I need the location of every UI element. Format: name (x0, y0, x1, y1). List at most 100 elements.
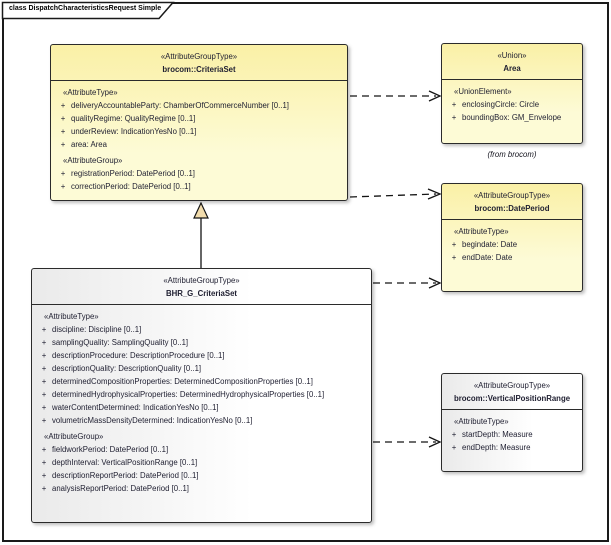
class-name: brocom::DatePeriod (474, 204, 550, 213)
visibility-marker: + (41, 364, 47, 373)
attribute-text: deliveryAccountableParty: ChamberOfComme… (71, 101, 289, 110)
class-body: «UnionElement» + enclosingCircle: Circle… (442, 80, 582, 126)
attribute-text: endDepth: Measure (462, 443, 531, 452)
attribute-row: + discipline: Discipline [0..1] (36, 323, 367, 336)
attribute-text: registrationPeriod: DatePeriod [0..1] (71, 169, 195, 178)
visibility-marker: + (41, 471, 47, 480)
attribute-text: enclosingCircle: Circle (462, 100, 540, 109)
section-label: «AttributeType» (44, 312, 99, 321)
section-label: «UnionElement» (454, 87, 512, 96)
visibility-marker: + (41, 351, 47, 360)
visibility-marker: + (451, 430, 457, 439)
visibility-marker: + (41, 484, 47, 493)
attribute-text: analysisReportPeriod: DatePeriod [0..1] (52, 484, 189, 493)
attribute-row: + boundingBox: GM_Envelope (446, 111, 578, 124)
attribute-text: descriptionReportPeriod: DatePeriod [0..… (52, 471, 199, 480)
class-name: brocom::CriteriaSet (162, 65, 236, 74)
class-stereotype: «AttributeGroupType» (473, 191, 551, 200)
attribute-row: + deliveryAccountableParty: ChamberOfCom… (55, 99, 343, 112)
attribute-text: determinedHydrophysicalProperties: Deter… (52, 390, 325, 399)
attribute-row: + determinedHydrophysicalProperties: Det… (36, 388, 367, 401)
visibility-marker: + (41, 403, 47, 412)
attribute-row: + enclosingCircle: Circle (446, 98, 578, 111)
class-header: «AttributeGroupType» brocom::CriteriaSet (51, 45, 347, 81)
attribute-row: + descriptionReportPeriod: DatePeriod [0… (36, 469, 367, 482)
class-body: «AttributeType» + discipline: Discipline… (32, 305, 371, 497)
visibility-marker: + (41, 445, 47, 454)
attribute-row: + endDate: Date (446, 251, 578, 264)
class-box-verticalpositionrange[interactable]: «AttributeGroupType» brocom::VerticalPos… (441, 373, 583, 472)
attribute-text: descriptionProcedure: DescriptionProcedu… (52, 351, 225, 360)
visibility-marker: + (60, 127, 66, 136)
visibility-marker: + (41, 377, 47, 386)
class-header: «Union» Area (442, 44, 582, 80)
visibility-marker: + (451, 253, 457, 262)
visibility-marker: + (60, 101, 66, 110)
visibility-marker: + (41, 338, 47, 347)
attribute-text: endDate: Date (462, 253, 513, 262)
class-body: «AttributeType» + begindate: Date + endD… (442, 220, 582, 266)
attribute-text: volumetricMassDensityDetermined: Indicat… (52, 416, 253, 425)
attribute-text: descriptionQuality: DescriptionQuality [… (52, 364, 202, 373)
class-body: «AttributeType» + deliveryAccountablePar… (51, 81, 347, 195)
attribute-row: + samplingQuality: SamplingQuality [0..1… (36, 336, 367, 349)
attribute-row: + waterContentDetermined: IndicationYesN… (36, 401, 367, 414)
section-label: «AttributeType» (63, 88, 118, 97)
attribute-text: discipline: Discipline [0..1] (52, 325, 142, 334)
attribute-row: + depthInterval: VerticalPositionRange [… (36, 456, 367, 469)
attribute-row: + analysisReportPeriod: DatePeriod [0..1… (36, 482, 367, 495)
attribute-text: underReview: IndicationYesNo [0..1] (71, 127, 197, 136)
class-box-criteriaset[interactable]: «AttributeGroupType» brocom::CriteriaSet… (50, 44, 348, 201)
attribute-row: + qualityRegime: QualityRegime [0..1] (55, 112, 343, 125)
attribute-row: + startDepth: Measure (446, 428, 578, 441)
visibility-marker: + (60, 140, 66, 149)
visibility-marker: + (451, 443, 457, 452)
class-box-dateperiod[interactable]: «AttributeGroupType» brocom::DatePeriod … (441, 183, 583, 292)
visibility-marker: + (41, 458, 47, 467)
class-body: «AttributeType» + startDepth: Measure + … (442, 410, 582, 456)
attribute-row: + begindate: Date (446, 238, 578, 251)
attribute-text: determinedCompositionProperties: Determi… (52, 377, 313, 386)
attribute-text: qualityRegime: QualityRegime [0..1] (71, 114, 196, 123)
attribute-text: depthInterval: VerticalPositionRange [0.… (52, 458, 198, 467)
attribute-text: area: Area (71, 140, 107, 149)
attribute-row: + correctionPeriod: DatePeriod [0..1] (55, 180, 343, 193)
attribute-text: samplingQuality: SamplingQuality [0..1] (52, 338, 189, 347)
class-box-area[interactable]: «Union» Area «UnionElement» + enclosingC… (441, 43, 583, 144)
class-stereotype: «AttributeGroupType» (160, 52, 238, 61)
visibility-marker: + (41, 325, 47, 334)
section-label: «AttributeType» (454, 227, 509, 236)
visibility-marker: + (451, 100, 457, 109)
class-header: «AttributeGroupType» BHR_G_CriteriaSet (32, 269, 371, 305)
class-name: BHR_G_CriteriaSet (165, 289, 238, 298)
attribute-row: + registrationPeriod: DatePeriod [0..1] (55, 167, 343, 180)
class-header: «AttributeGroupType» brocom::VerticalPos… (442, 374, 582, 410)
section-label: «AttributeGroup» (44, 432, 104, 441)
section-label: «AttributeType» (454, 417, 509, 426)
class-stereotype: «AttributeGroupType» (163, 276, 240, 285)
visibility-marker: + (60, 169, 66, 178)
visibility-marker: + (60, 182, 66, 191)
visibility-marker: + (41, 390, 47, 399)
section-label: «AttributeGroup» (63, 156, 123, 165)
attribute-row: + endDepth: Measure (446, 441, 578, 454)
class-box-bhr-g-criteriaset[interactable]: «AttributeGroupType» BHR_G_CriteriaSet «… (31, 268, 372, 523)
visibility-marker: + (451, 240, 457, 249)
visibility-marker: + (41, 416, 47, 425)
class-stereotype: «Union» (497, 51, 527, 60)
attribute-text: waterContentDetermined: IndicationYesNo … (52, 403, 219, 412)
attribute-row: + fieldworkPeriod: DatePeriod [0..1] (36, 443, 367, 456)
attribute-row: + volumetricMassDensityDetermined: Indic… (36, 414, 367, 427)
attribute-text: fieldworkPeriod: DatePeriod [0..1] (52, 445, 169, 454)
class-stereotype: «AttributeGroupType» (473, 381, 551, 390)
attribute-row: + descriptionProcedure: DescriptionProce… (36, 349, 367, 362)
attribute-row: + descriptionQuality: DescriptionQuality… (36, 362, 367, 375)
visibility-marker: + (451, 113, 457, 122)
origin-note: (from brocom) (487, 150, 537, 159)
attribute-text: startDepth: Measure (462, 430, 533, 439)
diagram-title: class DispatchCharacteristicsRequest Sim… (9, 5, 162, 12)
attribute-row: + determinedCompositionProperties: Deter… (36, 375, 367, 388)
visibility-marker: + (60, 114, 66, 123)
class-name: Area (503, 64, 521, 73)
